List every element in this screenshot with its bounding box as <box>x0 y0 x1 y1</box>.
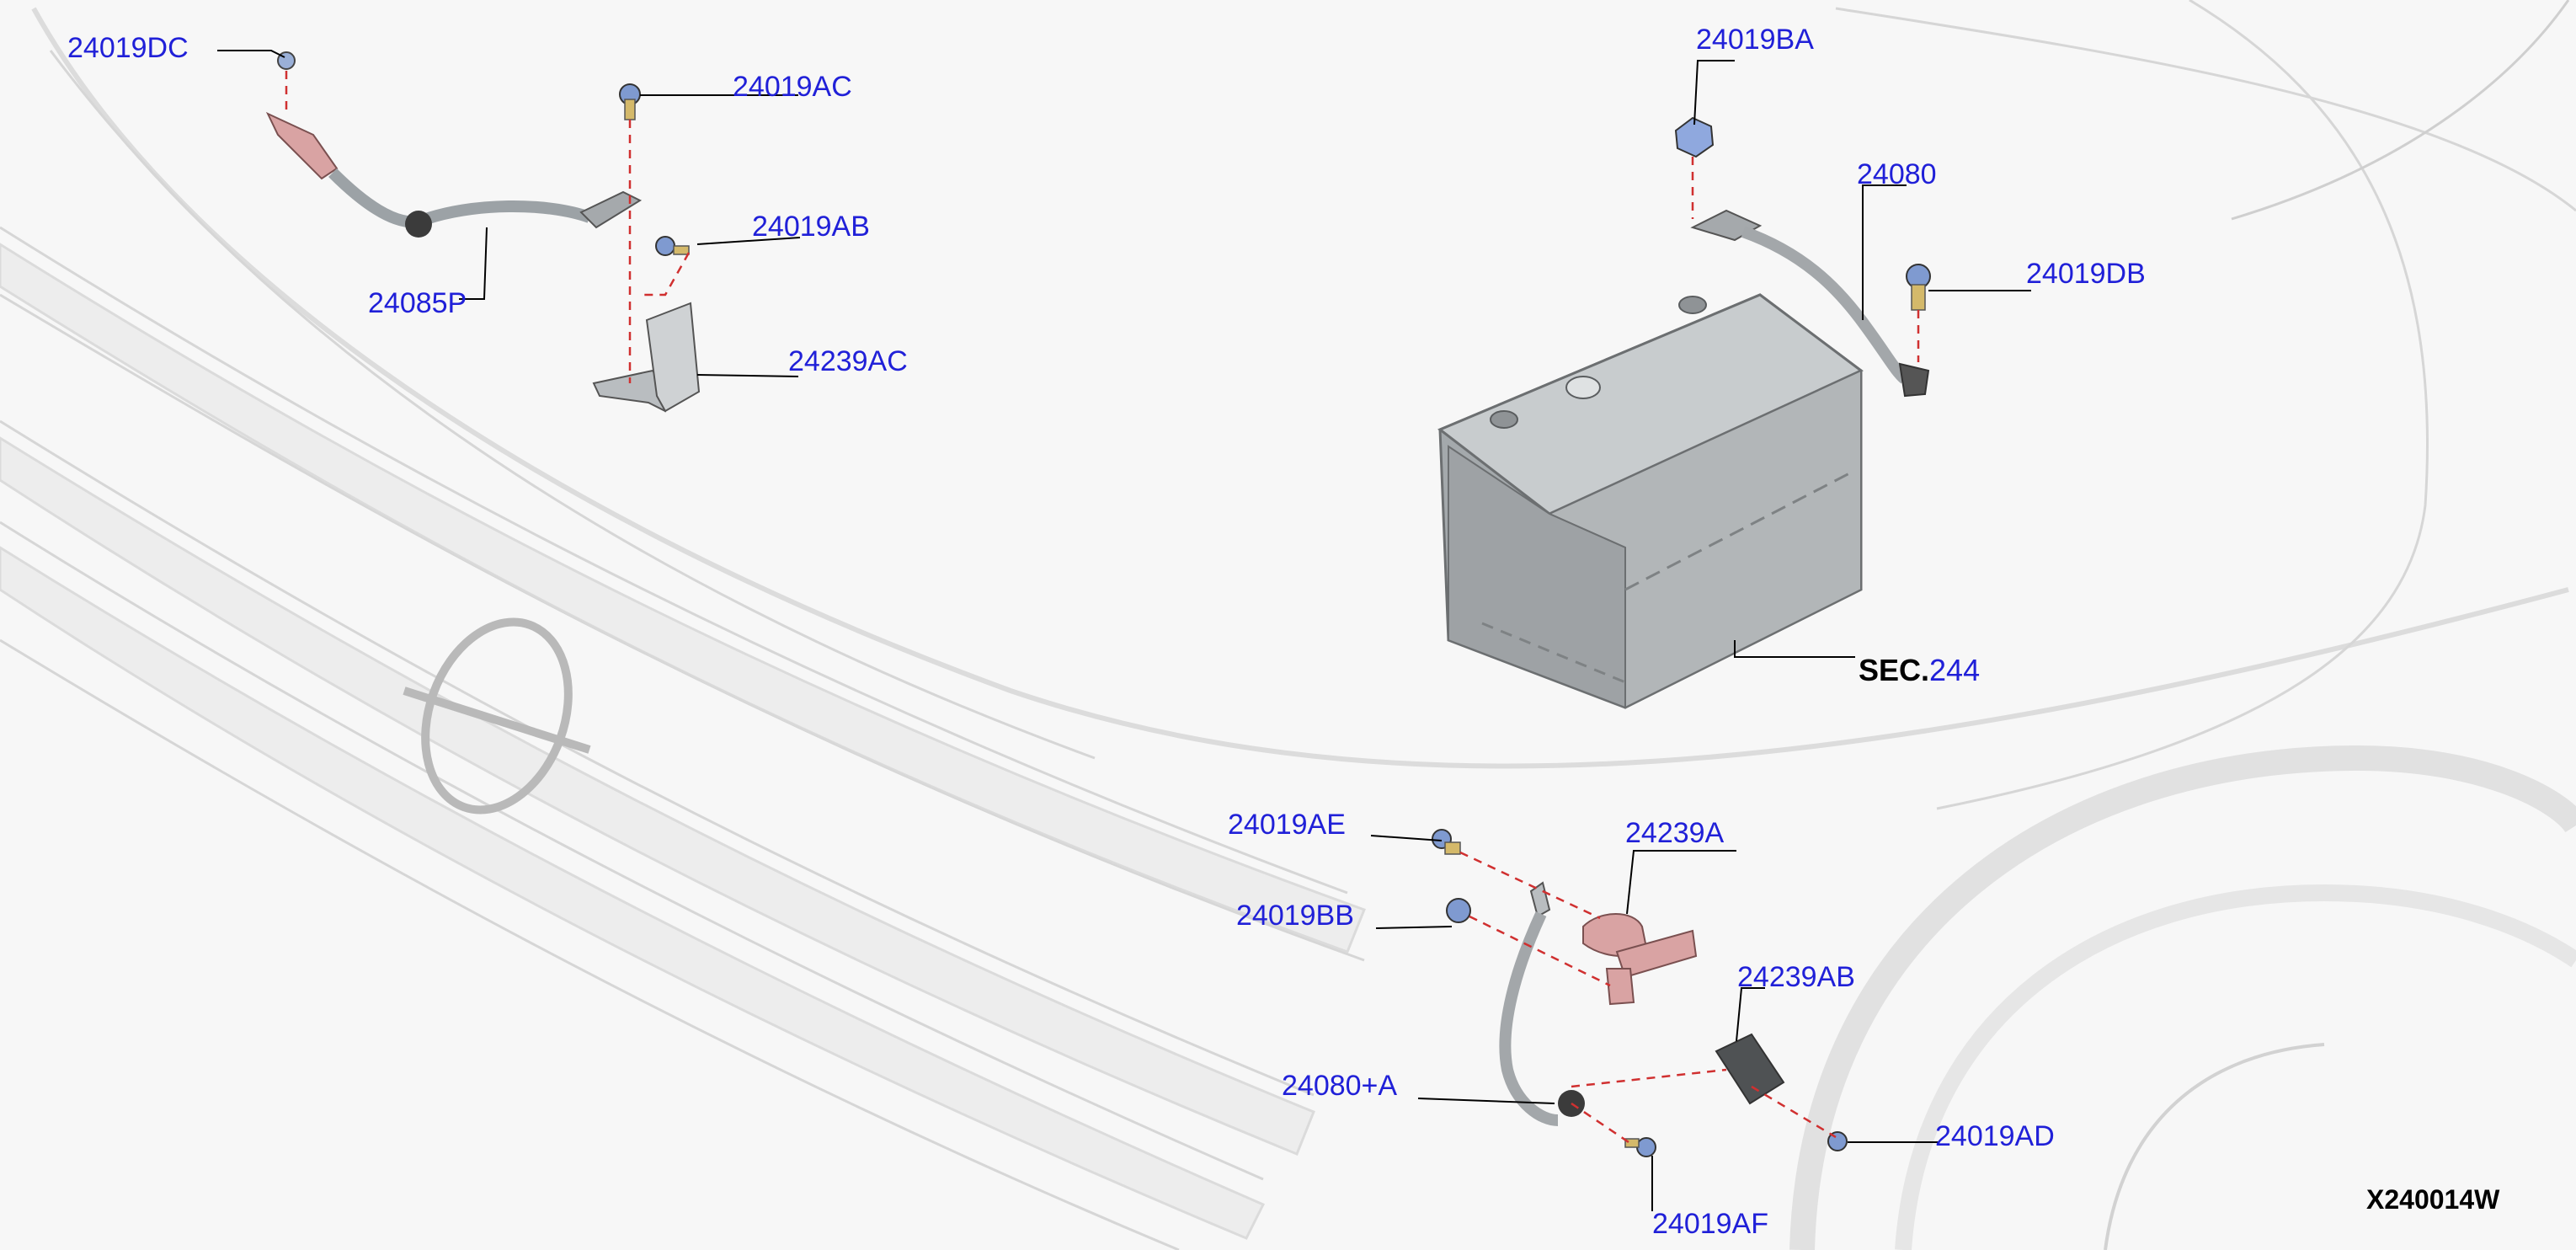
callout-24019bb[interactable]: 24019BB <box>1236 900 1354 932</box>
callout-24019ae[interactable]: 24019AE <box>1228 809 1346 841</box>
part-24239ab-bracket[interactable] <box>1715 1033 1785 1105</box>
section-number-link[interactable]: 244 <box>1929 653 1981 687</box>
part-24239a-terminal[interactable] <box>1582 913 1698 1006</box>
callout-24239ab[interactable]: 24239AB <box>1737 961 1855 993</box>
section-reference: SEC.244 <box>1859 655 1980 686</box>
callout-24019db[interactable]: 24019DB <box>2026 258 2146 290</box>
part-24085p-cable[interactable] <box>265 111 643 238</box>
part-24019ae-bolt[interactable] <box>1432 829 1461 855</box>
callout-24080a[interactable]: 24080+A <box>1282 1070 1398 1102</box>
part-24019bb-nut[interactable] <box>1446 898 1471 923</box>
part-24239ac-bracket[interactable] <box>592 302 701 413</box>
callout-24019dc[interactable]: 24019DC <box>67 32 189 64</box>
section-prefix: SEC. <box>1859 653 1930 687</box>
part-24019ab-bolt[interactable] <box>655 236 690 256</box>
emblem-ghost <box>403 617 591 815</box>
part-24019af-bolt[interactable] <box>1624 1137 1656 1157</box>
figure-id: X240014W <box>2366 1184 2500 1215</box>
wheel-arch-ghost <box>1789 745 2576 1250</box>
callout-24239ac[interactable]: 24239AC <box>788 345 908 377</box>
leader-lines <box>217 50 2031 1211</box>
assembly-dashed-lines <box>285 71 1920 1147</box>
part-24019ba-nut[interactable] <box>1674 116 1715 158</box>
part-24080-cable[interactable] <box>1690 209 1930 398</box>
callout-24019ad[interactable]: 24019AD <box>1935 1120 2055 1152</box>
callout-24019ba[interactable]: 24019BA <box>1696 24 1814 56</box>
front-grille-ghost <box>0 243 1366 1240</box>
callout-24019ab[interactable]: 24019AB <box>752 211 870 243</box>
callout-24085p[interactable]: 24085P <box>368 287 467 319</box>
callout-24019ac[interactable]: 24019AC <box>733 71 852 103</box>
part-24019ad-bolt[interactable] <box>1827 1131 1848 1151</box>
callout-24019af[interactable]: 24019AF <box>1652 1208 1768 1240</box>
battery[interactable] <box>1437 293 1864 709</box>
callout-24080[interactable]: 24080 <box>1857 158 1937 190</box>
callout-24239a[interactable]: 24239A <box>1625 817 1725 849</box>
